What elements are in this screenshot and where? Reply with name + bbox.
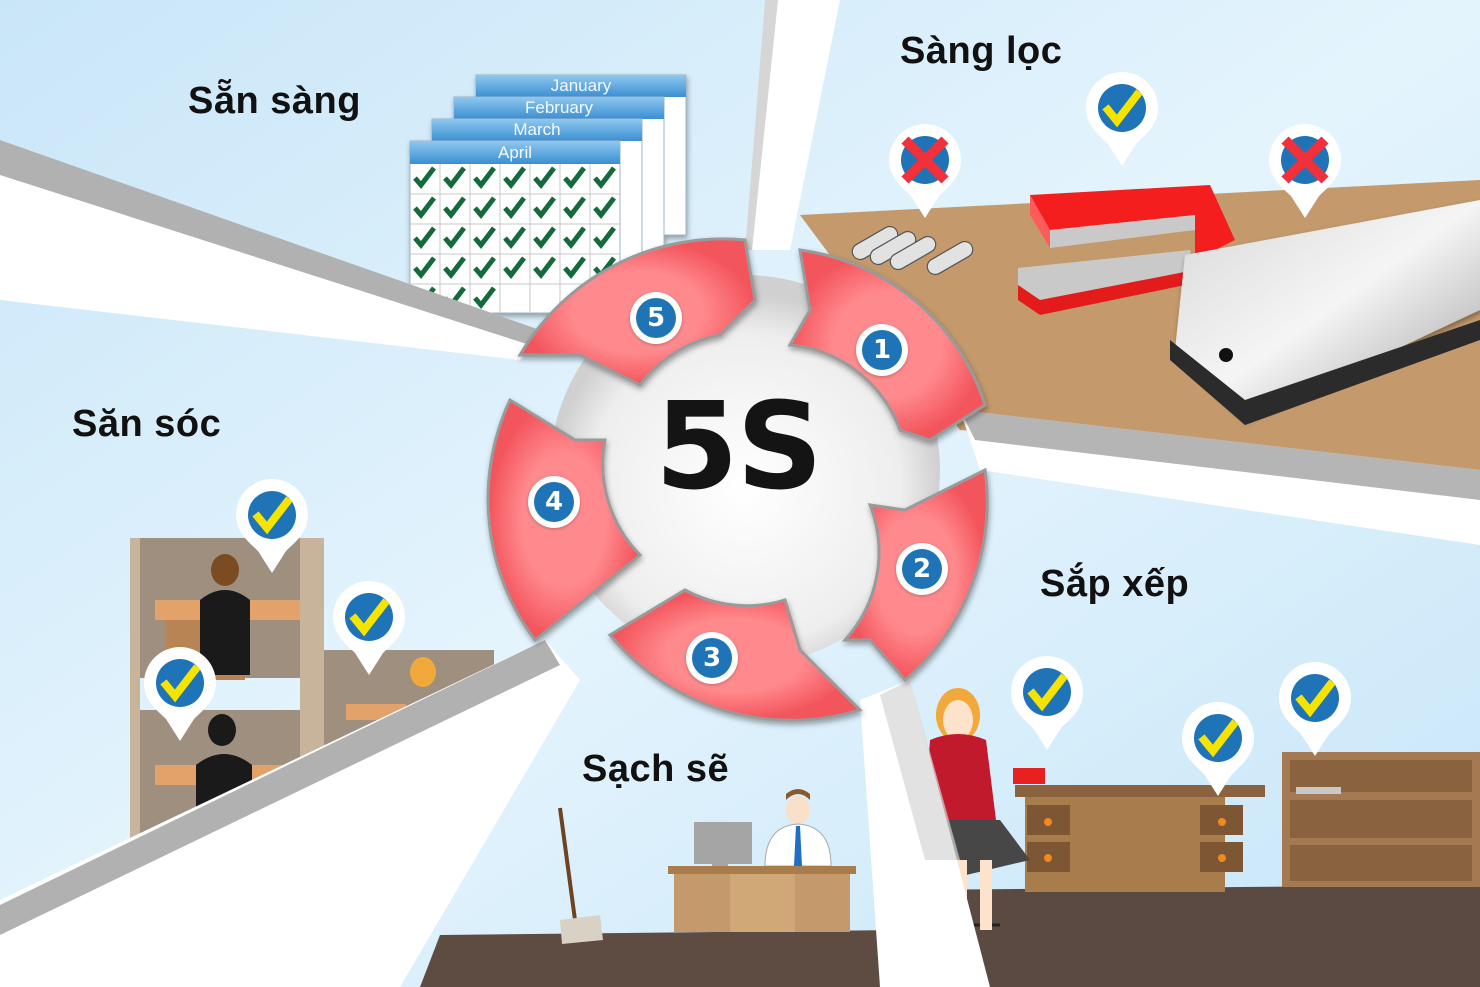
step-badge-4: 4 <box>528 476 580 528</box>
check-icon <box>334 582 404 652</box>
step-badge-1: 1 <box>856 324 908 376</box>
calendar-month-february: February <box>524 98 594 117</box>
calendar-month-april: April <box>497 143 532 162</box>
calendar-month-january: January <box>550 76 612 95</box>
check-icon <box>237 480 307 550</box>
step-label-sach-se: Sạch sẽ <box>582 748 730 790</box>
step-badge-3: 3 <box>686 632 738 684</box>
check-icon <box>1087 73 1157 143</box>
cross-icon <box>890 125 960 195</box>
step-badge-5: 5 <box>630 292 682 344</box>
diagram-title: 5S <box>655 378 823 517</box>
check-icon <box>145 648 215 718</box>
step-label-sap-xep: Sắp xếp <box>1040 563 1190 605</box>
cross-icon <box>1270 125 1340 195</box>
step-label-sang-loc: Sàng lọc <box>900 30 1063 72</box>
check-icon <box>1012 657 1082 727</box>
step-badge-2: 2 <box>896 543 948 595</box>
check-icon <box>1183 703 1253 773</box>
check-icon <box>1280 663 1350 733</box>
calendar-month-march: March <box>513 120 561 139</box>
sap-xep-scene <box>900 654 1480 987</box>
step-label-san-soc: Săn sóc <box>72 403 222 445</box>
step-label-san-sang: Sẵn sàng <box>188 80 361 122</box>
calendar-grid <box>410 164 620 313</box>
sach-se-scene <box>420 789 900 987</box>
